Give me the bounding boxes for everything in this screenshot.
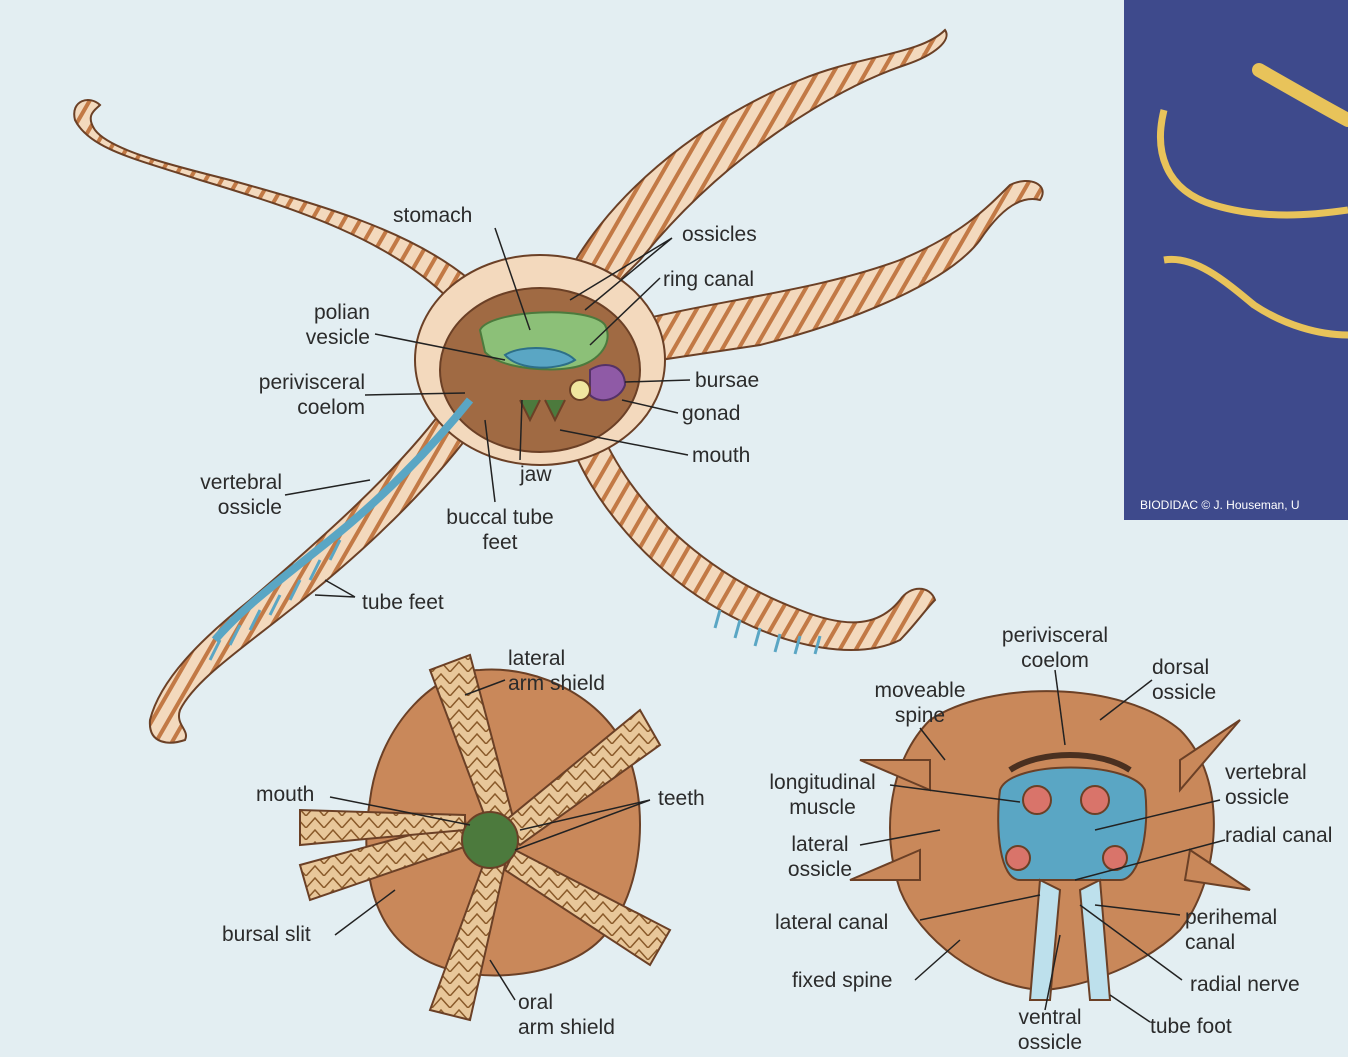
label-lateral-ossicle: lateral ossicle [765, 832, 875, 882]
label-radial-canal: radial canal [1225, 823, 1332, 848]
label-teeth: teeth [658, 786, 705, 811]
label-tube-feet: tube feet [362, 590, 444, 615]
oral-mouth-shape [462, 812, 518, 868]
gonad-shape [590, 365, 625, 400]
label-vertebral-ossicle: vertebral ossicle [170, 470, 282, 520]
label-stomach: stomach [393, 203, 472, 228]
label-ossicles: ossicles [682, 222, 757, 247]
brittle-star-photo [1124, 0, 1348, 520]
label-section-perivisceral-coelom: perivisceral coelom [985, 623, 1125, 673]
label-oral-arm-shield: oral arm shield [518, 990, 615, 1040]
label-buccal-tube-feet: buccal tube feet [430, 505, 570, 555]
label-bursae: bursae [695, 368, 759, 393]
label-oral-mouth: mouth [256, 782, 314, 807]
label-ring-canal: ring canal [663, 267, 754, 292]
label-ventral-ossicle: ventral ossicle [995, 1005, 1105, 1055]
label-jaw: jaw [520, 462, 552, 487]
label-perihemal-canal: perihemal canal [1185, 905, 1277, 955]
label-lateral-canal: lateral canal [775, 910, 888, 935]
label-radial-nerve: radial nerve [1190, 972, 1300, 997]
label-mouth: mouth [692, 443, 750, 468]
label-fixed-spine: fixed spine [792, 968, 892, 993]
photo-arms [1124, 0, 1348, 520]
label-tube-foot: tube foot [1150, 1014, 1232, 1039]
photo-credit: BIODIDAC © J. Houseman, U [1140, 498, 1300, 512]
label-dorsal-ossicle: dorsal ossicle [1152, 655, 1216, 705]
label-perivisceral-coelom: perivisceral coelom [225, 370, 365, 420]
label-lateral-arm-shield: lateral arm shield [508, 646, 605, 696]
label-section-vertebral-ossicle: vertebral ossicle [1225, 760, 1307, 810]
label-polian-vesicle: polian vesicle [280, 300, 370, 350]
label-moveable-spine: moveable spine [860, 678, 980, 728]
label-longitudinal-muscle: longitudinal muscle [750, 770, 895, 820]
label-bursal-slit: bursal slit [222, 922, 311, 947]
label-gonad: gonad [682, 401, 740, 426]
